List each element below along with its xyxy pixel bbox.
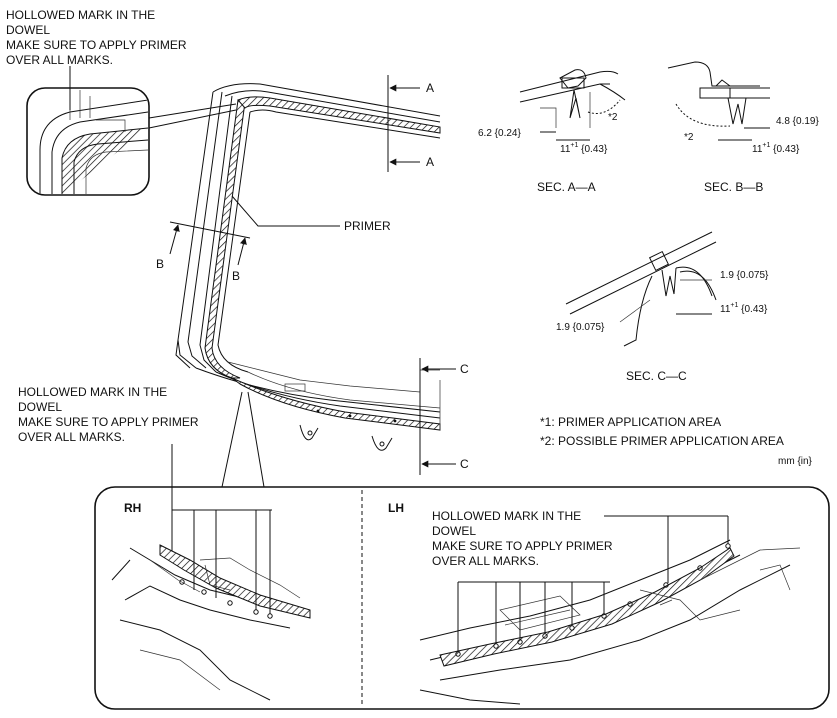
bb-dim-bottom: 11+1 {0.43} [752, 142, 800, 155]
aa-dim-left: 6.2 {0.24} [478, 128, 521, 139]
section-b-label: B [156, 257, 164, 271]
lh-callout: HOLLOWED MARK IN THE DOWEL MAKE SURE TO … [432, 509, 668, 568]
callout-line: OVER ALL MARKS. [18, 430, 125, 444]
section-aa-title: SEC. A—A [537, 180, 596, 194]
units-label: mm {in} [778, 456, 813, 467]
callout-line: DOWEL [6, 23, 50, 37]
windshield-frame [175, 83, 441, 451]
section-b-label: B [232, 269, 240, 283]
section-c-label: C [460, 457, 469, 471]
section-bb: *2 4.8 {0.19} 11+1 {0.43} SEC. B—B [667, 61, 819, 194]
cc-dim-right: 11+1 {0.43} [720, 302, 768, 315]
section-c-marker: C C [419, 358, 469, 475]
top-left-callout: HOLLOWED MARK IN THE DOWEL MAKE SURE TO … [6, 8, 187, 67]
lh-detail [419, 515, 801, 705]
aa-dim-bottom: 11+1 {0.43} [560, 142, 608, 155]
section-aa: *2 6.2 {0.24} 11+1 {0.43} SEC. A—A [478, 69, 626, 194]
rh-detail [111, 509, 311, 701]
callout-line: MAKE SURE TO APPLY PRIMER [18, 415, 199, 429]
primer-callout: PRIMER [231, 195, 391, 233]
legend-item-1: *1: PRIMER APPLICATION AREA [540, 415, 721, 429]
callout-line: HOLLOWED MARK IN THE [6, 8, 155, 22]
cc-dim-top: 1.9 {0.075} [720, 270, 769, 281]
section-cc-title: SEC. C—C [626, 369, 687, 383]
lh-label: LH [388, 501, 404, 515]
section-bb-title: SEC. B—B [704, 180, 763, 194]
aa-note: *2 [608, 112, 618, 123]
section-b-marker: B B [156, 221, 251, 283]
section-c-label: C [460, 362, 469, 376]
callout-line: OVER ALL MARKS. [432, 554, 539, 568]
bb-note: *2 [684, 132, 694, 143]
bb-dim-right: 4.8 {0.19} [776, 116, 819, 127]
callout-line: OVER ALL MARKS. [6, 53, 113, 67]
callout-line: HOLLOWED MARK IN THE [432, 509, 581, 523]
connector-line [148, 109, 237, 129]
callout-line: DOWEL [432, 524, 476, 538]
section-cc: 1.9 {0.075} 11+1 {0.43} 1.9 {0.075} SEC.… [556, 231, 769, 383]
section-a-label: A [426, 155, 434, 169]
section-a-label: A [426, 81, 434, 95]
callout-line: MAKE SURE TO APPLY PRIMER [432, 539, 613, 553]
cc-dim-left: 1.9 {0.075} [556, 322, 605, 333]
bottom-detail-panel: RH [94, 486, 830, 710]
mid-left-callout: HOLLOWED MARK IN THE DOWEL MAKE SURE TO … [18, 385, 199, 558]
legend: *1: PRIMER APPLICATION AREA *2: POSSIBLE… [540, 415, 813, 467]
section-a-marker: A A [387, 75, 434, 172]
detail-circle-top-left [26, 66, 237, 196]
callout-line: HOLLOWED MARK IN THE [18, 385, 167, 399]
callout-line: DOWEL [18, 400, 62, 414]
primer-label: PRIMER [344, 219, 391, 233]
legend-item-2: *2: POSSIBLE PRIMER APPLICATION AREA [540, 434, 784, 448]
callout-line: MAKE SURE TO APPLY PRIMER [6, 38, 187, 52]
rh-label: RH [124, 501, 141, 515]
